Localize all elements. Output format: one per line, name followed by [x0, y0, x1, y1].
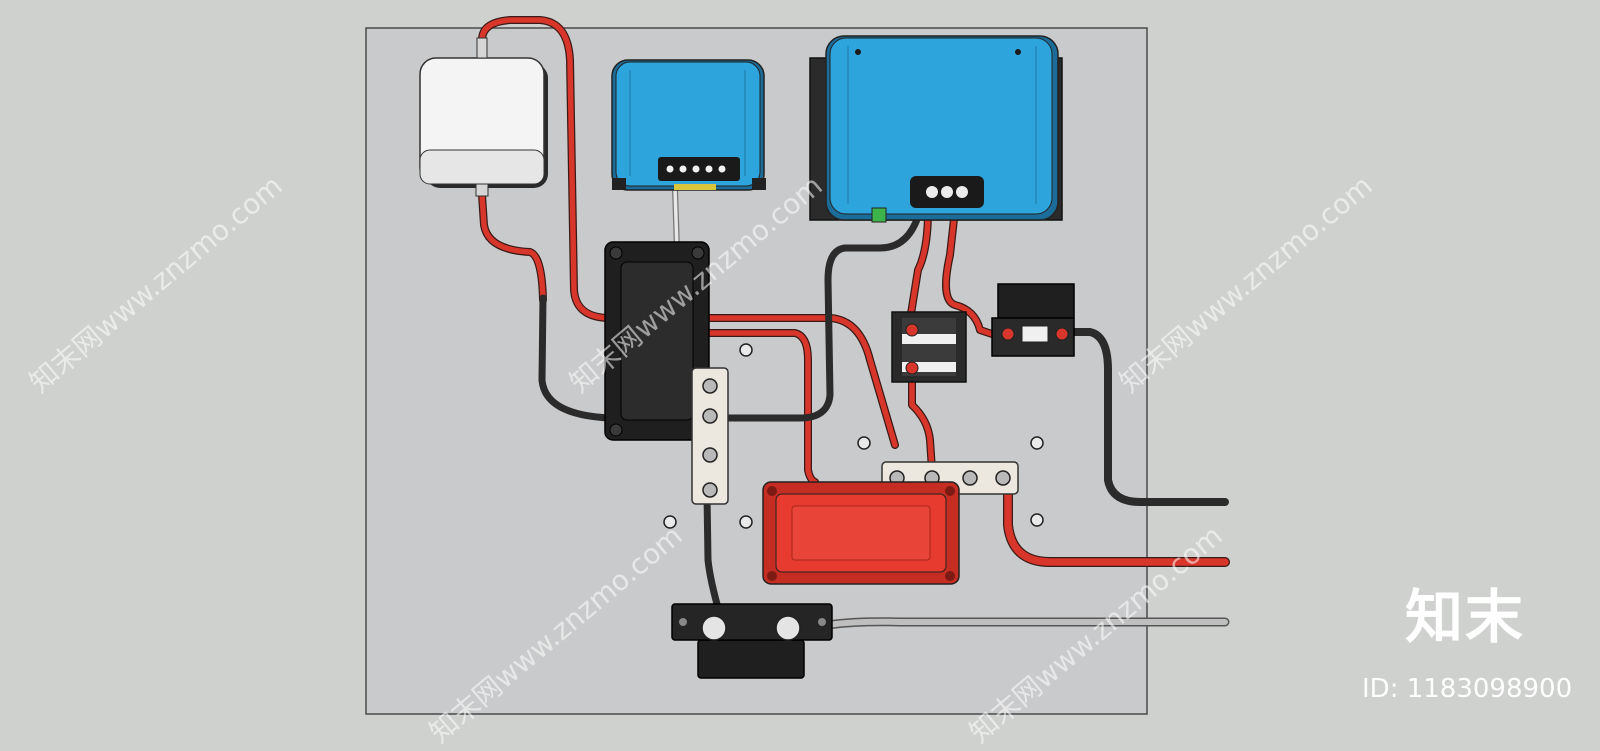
watermark-brand: 知末 — [1405, 583, 1526, 651]
blue-charge-controller-icon — [611, 59, 766, 191]
wiring-diagram — [365, 16, 1230, 715]
battery-switch-icon — [991, 283, 1075, 357]
black-enclosure-icon — [604, 241, 710, 441]
busbar-icon — [691, 367, 729, 505]
watermark-id: ID: 1183098900 — [1362, 674, 1573, 704]
black-wire-left — [538, 294, 614, 422]
white-junction-box-icon — [419, 37, 548, 197]
black-wire-out — [1066, 328, 1229, 506]
shunt-icon — [671, 603, 833, 679]
black-wire-inverter — [721, 206, 924, 422]
blue-inverter-charger-icon — [809, 35, 1063, 223]
red-enclosure-icon — [762, 481, 960, 585]
mounting-studs — [663, 343, 1044, 529]
fuse-holder-icon — [891, 311, 967, 383]
